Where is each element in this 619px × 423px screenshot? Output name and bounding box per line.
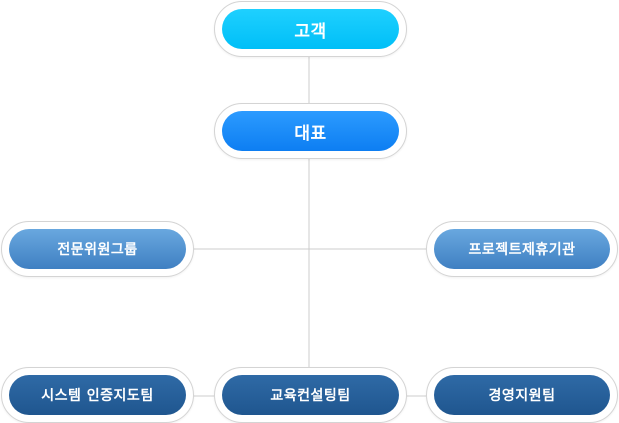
node-system-cert-team-label: 시스템 인증지도팀: [9, 375, 186, 415]
node-edu-consulting-team-label: 교육컨설팅팀: [222, 375, 399, 415]
node-ceo-label: 대표: [222, 111, 399, 151]
node-ceo: 대표: [214, 103, 407, 159]
node-project-partner: 프로젝트제휴기관: [426, 221, 618, 277]
node-customer-label: 고객: [222, 9, 399, 49]
node-advisory-group-label: 전문위원그룹: [9, 229, 186, 269]
node-edu-consulting-team: 교육컨설팅팀: [214, 367, 407, 423]
node-customer: 고객: [214, 1, 407, 57]
node-advisory-group: 전문위원그룹: [1, 221, 194, 277]
node-project-partner-label: 프로젝트제휴기관: [434, 229, 610, 269]
node-system-cert-team: 시스템 인증지도팀: [1, 367, 194, 423]
node-management-support-team-label: 경영지원팀: [434, 375, 610, 415]
node-management-support-team: 경영지원팀: [426, 367, 618, 423]
